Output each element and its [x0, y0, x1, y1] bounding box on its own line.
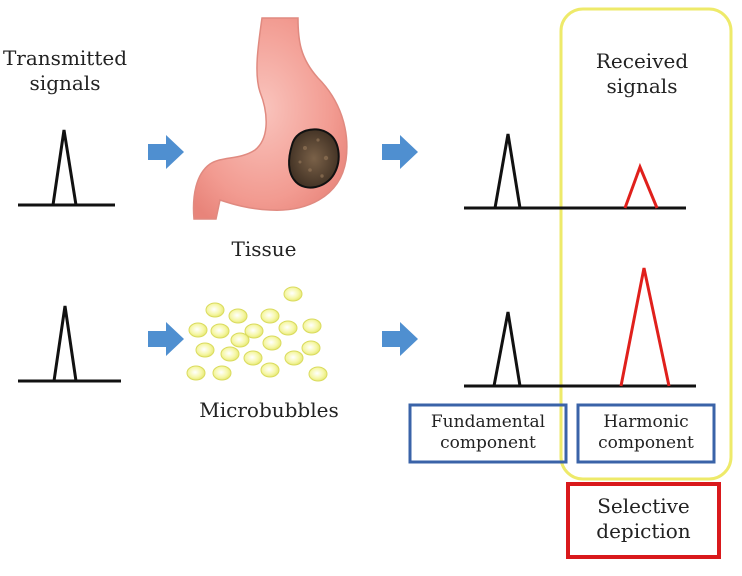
tissue-label: Tissue	[231, 237, 297, 261]
arrow-right-icon	[148, 322, 184, 356]
microbubble-icon	[230, 332, 250, 348]
microbubble-icon	[308, 366, 328, 382]
microbubble-cluster	[186, 286, 328, 382]
microbubbles-label: Microbubbles	[199, 398, 339, 422]
received-highlight-frame	[559, 7, 733, 481]
transmitted-signals-label: Transmitted signals	[2, 46, 128, 95]
microbubble-icon	[301, 340, 321, 356]
transmitted-pulse-tissue	[18, 129, 115, 207]
stomach-icon	[192, 17, 348, 220]
harmonic-component-box	[576, 403, 716, 464]
microbubble-icon	[284, 350, 304, 366]
microbubble-icon	[195, 342, 215, 358]
fundamental-component-label: Fundamental component	[430, 412, 546, 454]
received-fundamental-pulse-tissue	[464, 133, 686, 210]
microbubble-icon	[260, 362, 280, 378]
received-fundamental-pulse-microbubbles	[464, 311, 696, 388]
arrow-right-icon	[382, 135, 418, 169]
microbubble-icon	[244, 323, 264, 339]
selective-depiction-label: Selective depiction	[596, 494, 691, 543]
tumor-icon	[288, 128, 340, 189]
microbubble-icon	[212, 365, 232, 381]
microbubble-icon	[188, 322, 208, 338]
microbubble-icon	[302, 318, 322, 334]
selective-depiction-box	[566, 482, 721, 559]
microbubble-icon	[283, 286, 303, 302]
microbubble-icon	[205, 302, 225, 318]
microbubble-icon	[278, 320, 298, 336]
microbubble-icon	[243, 350, 263, 366]
microbubble-icon	[210, 323, 230, 339]
received-harmonic-pulse-microbubbles	[619, 267, 671, 387]
microbubble-icon	[220, 346, 240, 362]
microbubble-icon	[186, 365, 206, 381]
received-signals-label: Received signals	[595, 49, 689, 98]
arrow-right-icon	[382, 322, 418, 356]
received-harmonic-pulse-tissue	[623, 162, 659, 209]
arrow-right-icon	[148, 135, 184, 169]
fundamental-component-box	[408, 403, 568, 464]
microbubble-icon	[262, 335, 282, 351]
microbubble-icon	[228, 308, 248, 324]
harmonic-component-label: Harmonic component	[598, 412, 694, 454]
microbubble-icon	[260, 308, 280, 324]
transmitted-pulse-microbubbles	[18, 305, 121, 383]
